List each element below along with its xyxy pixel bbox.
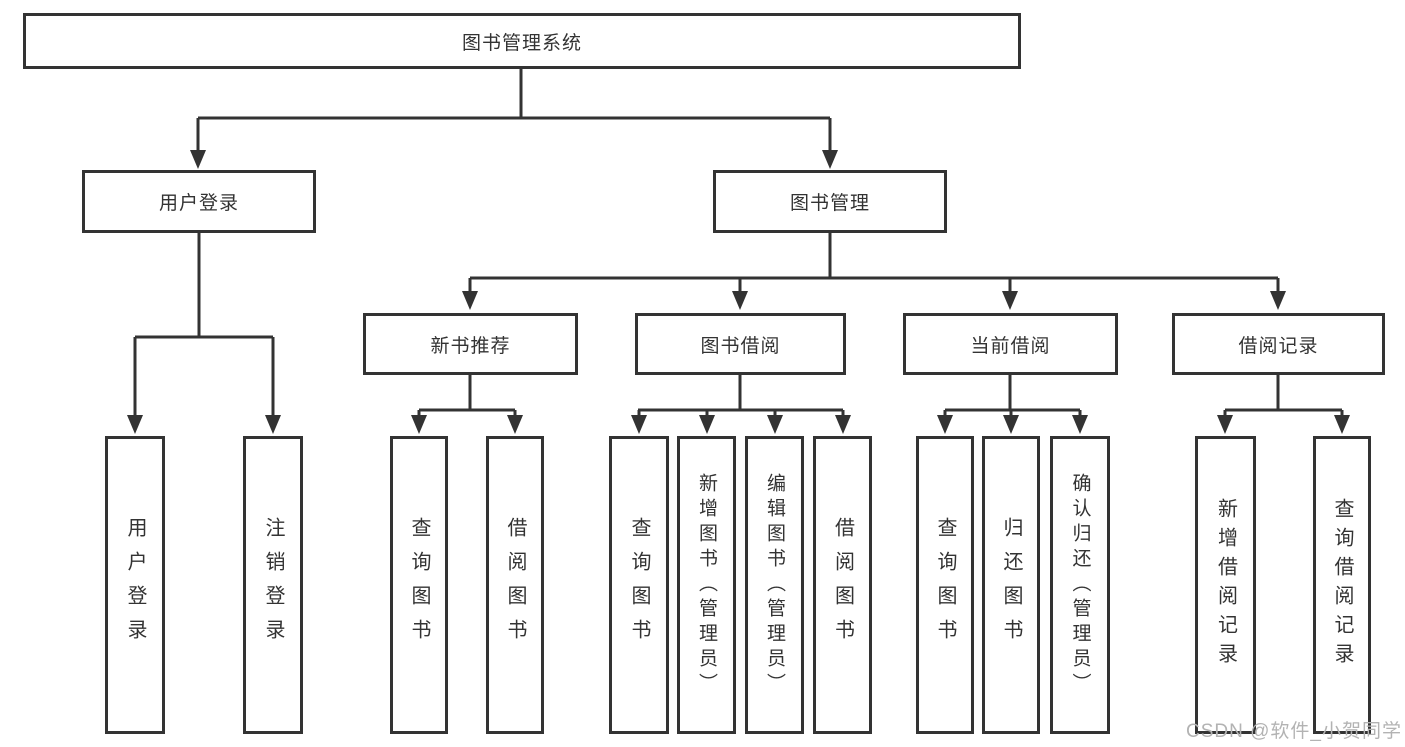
node-borrowing-records: 借阅记录 [1172,313,1385,375]
node-label: 图书借阅 [700,335,781,357]
leaf-label: 用户登录 [124,517,146,653]
leaf-label: 借阅图书 [831,517,854,653]
leaf-label: 查询图书 [408,517,430,653]
leaf-borrowing-query-books: 查询图书 [609,436,669,734]
node-label: 借阅记录 [1238,335,1319,357]
node-label: 图书管理 [789,193,870,214]
leaf-label: 借阅图书 [504,517,526,653]
node-current-borrowing: 当前借阅 [903,313,1118,375]
leaf-label: 编辑图书（管理员） [764,472,785,698]
node-library-management-system: 图书管理系统 [23,13,1021,69]
leaf-user-login: 用户登录 [105,436,165,734]
leaf-recommendation-query-books: 查询图书 [390,436,448,734]
leaf-label: 新增图书（管理员） [696,472,717,698]
node-user-login: 用户登录 [82,170,316,233]
leaf-confirm-return-admin: 确认归还（管理员） [1050,436,1110,734]
leaf-current-query-books: 查询图书 [916,436,974,734]
leaf-logout: 注销登录 [243,436,303,734]
leaf-label: 查询借阅记录 [1331,498,1353,672]
leaf-query-borrowing-record: 查询借阅记录 [1313,436,1371,734]
leaf-label: 新增借阅记录 [1214,498,1237,672]
leaf-recommendation-borrow-books: 借阅图书 [486,436,544,734]
node-book-borrowing: 图书借阅 [635,313,846,375]
csdn-watermark: CSDN @软件_小贺同学 [1186,721,1402,742]
node-label: 新书推荐 [430,335,511,357]
node-label: 用户登录 [158,193,239,214]
leaf-borrowing-borrow-books: 借阅图书 [813,436,872,734]
leaf-add-books-admin: 新增图书（管理员） [677,436,736,734]
leaf-label: 查询图书 [628,517,650,653]
leaf-label: 归还图书 [1000,517,1022,653]
node-new-book-recommendation: 新书推荐 [363,313,578,375]
leaf-return-books: 归还图书 [982,436,1040,734]
leaf-add-borrowing-record: 新增借阅记录 [1195,436,1256,734]
leaf-edit-books-admin: 编辑图书（管理员） [745,436,804,734]
leaf-label: 注销登录 [262,517,284,653]
node-book-management: 图书管理 [713,170,947,233]
node-label: 当前借阅 [970,335,1051,357]
node-label: 图书管理系统 [461,32,582,54]
leaf-label: 查询图书 [934,517,956,653]
leaf-label: 确认归还（管理员） [1069,472,1091,698]
